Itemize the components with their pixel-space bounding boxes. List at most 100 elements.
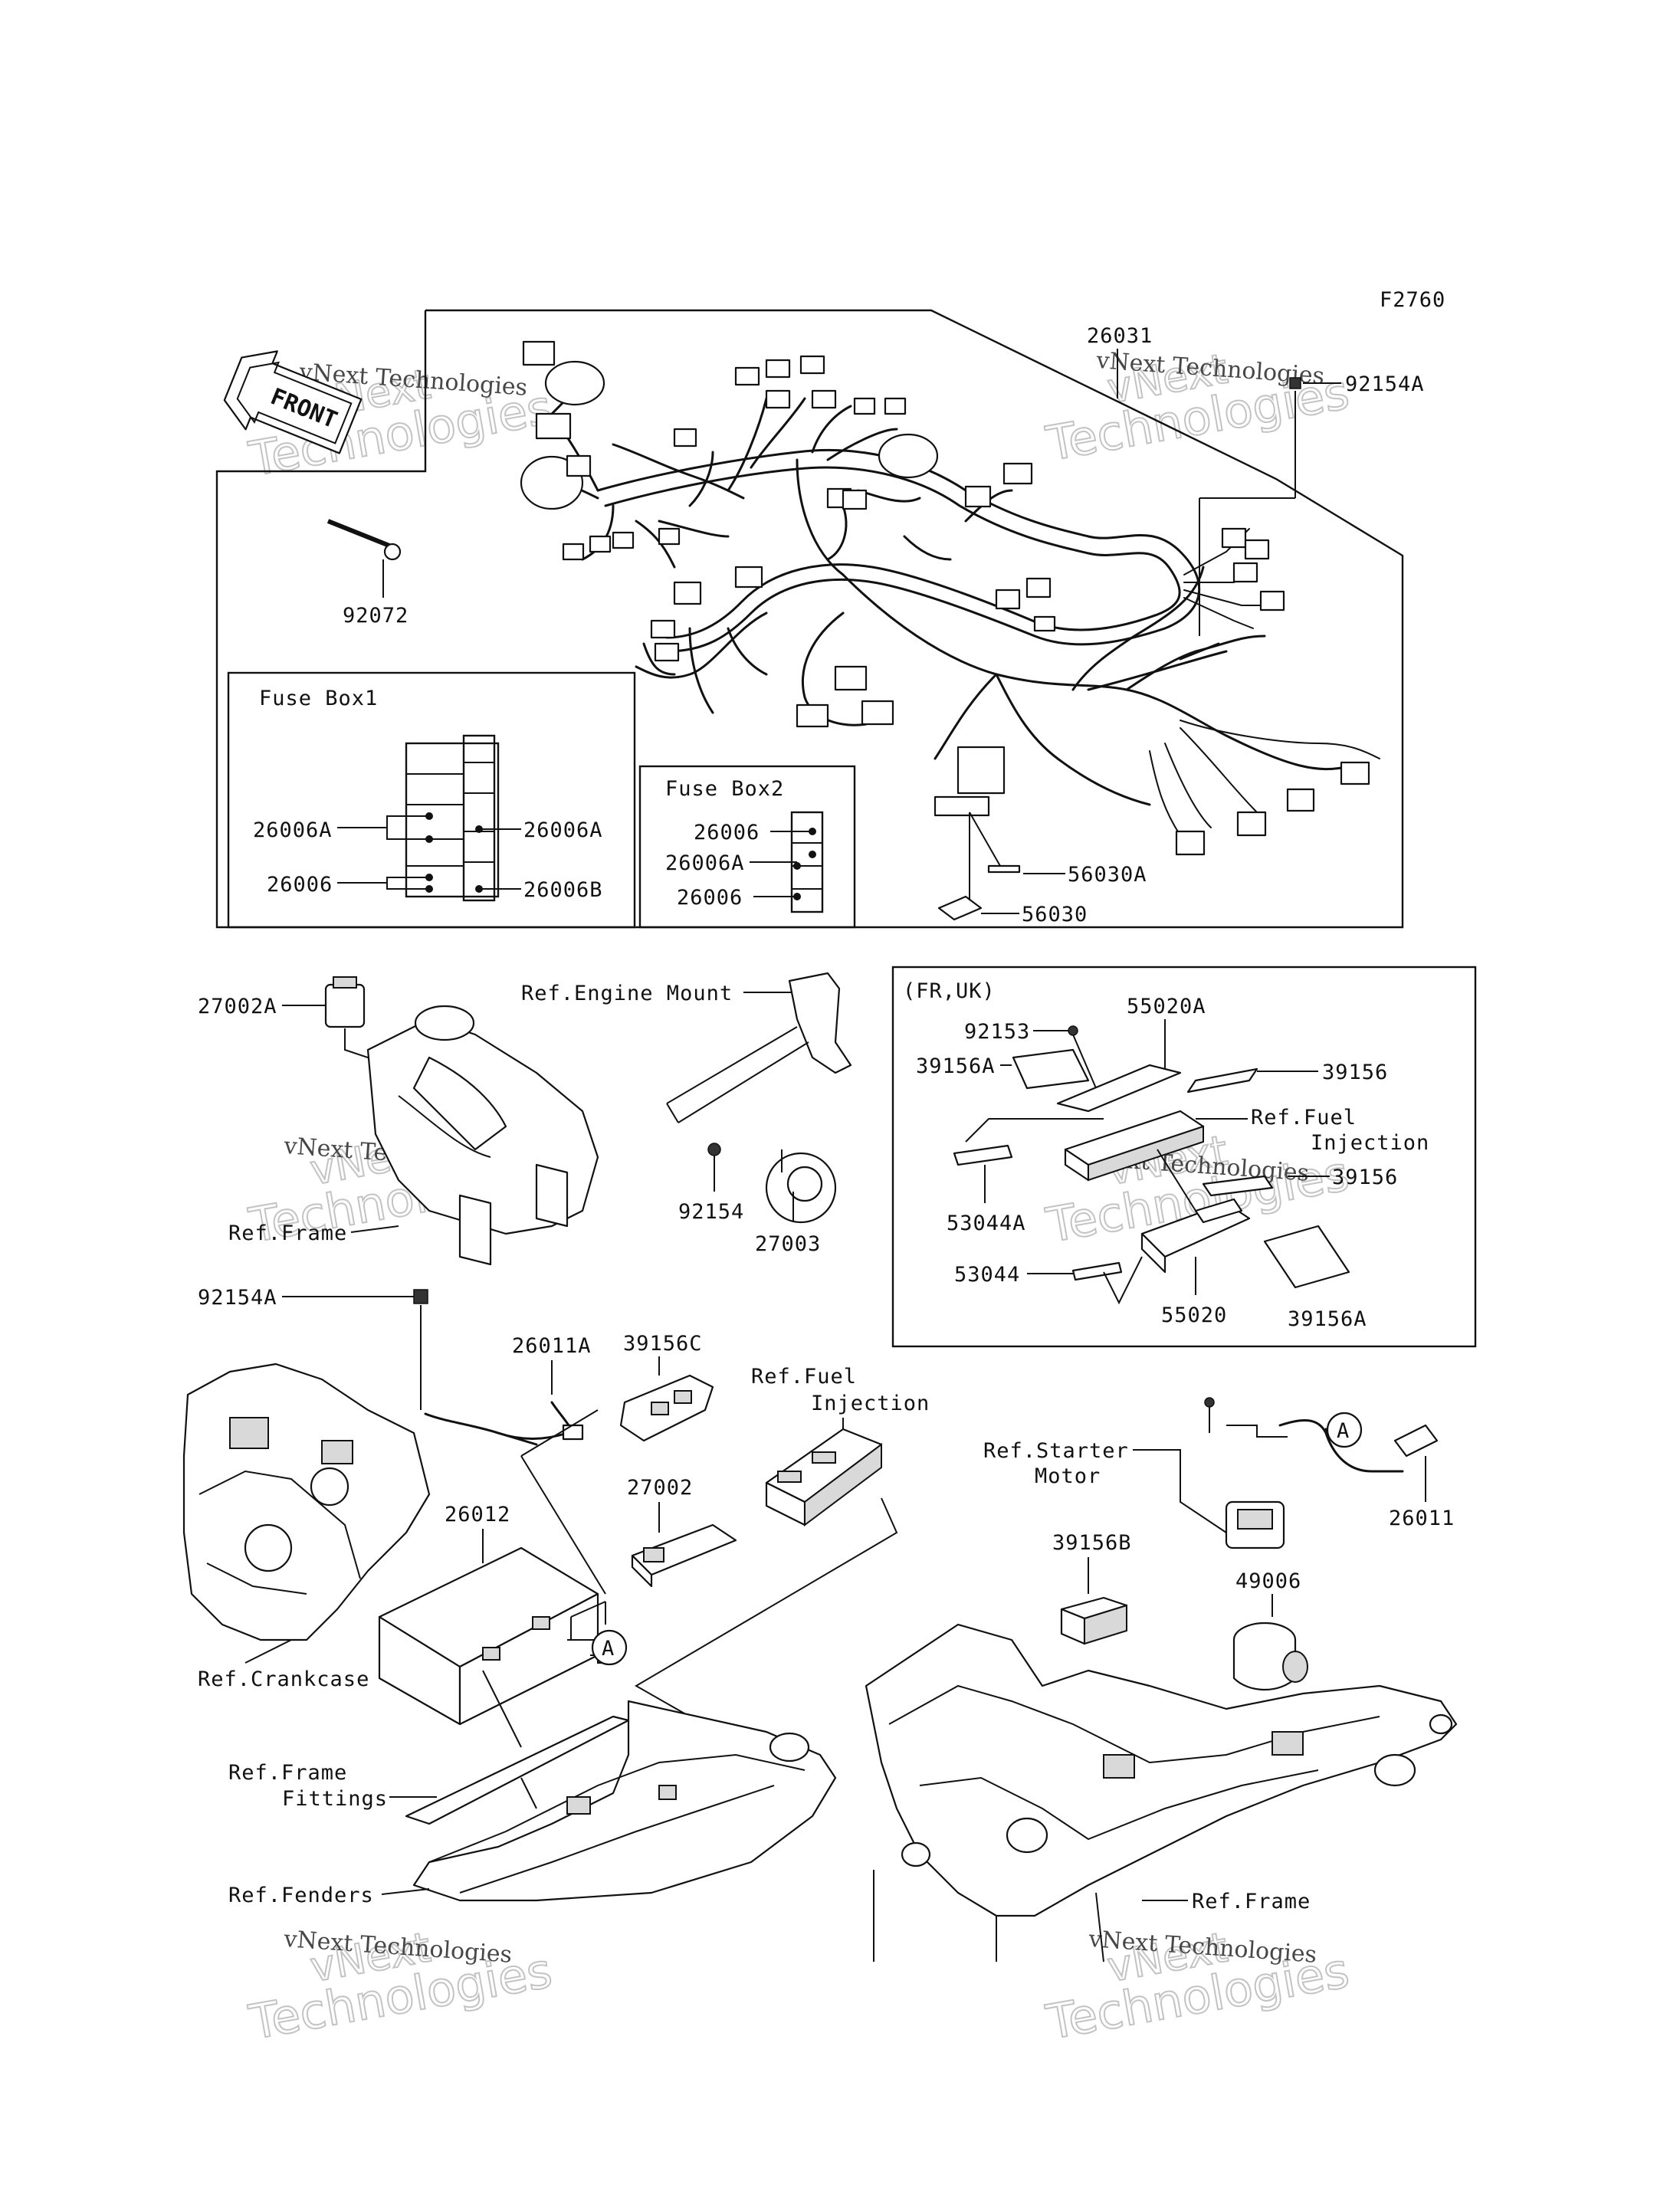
connector-icon [1259, 590, 1285, 612]
connector-icon [673, 581, 702, 605]
marker-a-label: A [602, 1637, 615, 1661]
part-label-92154: 92154 [678, 1200, 744, 1224]
part-label-55020: 55020 [1161, 1303, 1227, 1327]
fuel-pump-relay-icon [1232, 1622, 1308, 1691]
leader-line [635, 1497, 898, 1717]
connector-icon [842, 489, 868, 510]
part-label-56030: 56030 [1022, 903, 1088, 926]
leader-line [386, 828, 429, 840]
pin-53044A-icon [953, 1144, 1013, 1166]
harness-frame [215, 309, 1404, 929]
leader-line [1157, 1149, 1196, 1212]
screw-icon [1068, 1025, 1078, 1036]
connector-icon [811, 389, 837, 409]
connector-icon [562, 543, 585, 561]
leader-line [520, 1455, 606, 1595]
connector-boot-icon [878, 433, 939, 479]
part-label-92154A-mid: 92154A [198, 1286, 277, 1310]
connector-icon [1286, 788, 1315, 812]
leader-line [520, 1409, 599, 1457]
part-label-92072: 92072 [343, 604, 409, 628]
part-label-26011A: 26011A [512, 1334, 592, 1358]
part-label-53044: 53044 [954, 1263, 1020, 1287]
part-label-27002A: 27002A [198, 995, 277, 1018]
ref-frame-fittings-line2: Fittings [282, 1787, 388, 1811]
diagram-id: F2760 [1380, 288, 1445, 312]
ref-frame-fittings-line1: Ref.Frame [228, 1761, 347, 1785]
ecu-icon [1064, 1110, 1205, 1182]
connector-icon [673, 428, 697, 448]
terminal-icon [550, 1401, 584, 1441]
connector-icon [1175, 830, 1206, 856]
rubber-case-39156C-icon [619, 1374, 714, 1442]
fuse-box-base-icon [934, 795, 990, 817]
part-label-56030A: 56030A [1068, 863, 1147, 887]
part-label-27002: 27002 [627, 1476, 693, 1500]
part-label-39156A-top: 39156A [916, 1054, 996, 1078]
bracket-55020-icon [1140, 1198, 1251, 1274]
connector-icon [1244, 539, 1270, 560]
marker-a-circle [591, 1629, 628, 1666]
ref-fuel-injection-2-line1: Ref.Fuel [751, 1365, 857, 1389]
connector-group [520, 340, 1370, 921]
starter-cable-icon [1278, 1418, 1404, 1473]
leader-line [1103, 1256, 1143, 1305]
connector-icon [734, 366, 760, 386]
bracket-55020A-icon [1056, 1064, 1182, 1113]
ref-fenders: Ref.Fenders [228, 1884, 374, 1907]
marker-a-circle [1326, 1412, 1363, 1448]
connector-icon [1221, 527, 1247, 549]
ref-starter-motor-line1: Ref.Starter [983, 1439, 1129, 1463]
fuse-box2-grid [790, 811, 824, 913]
connector-icon [654, 642, 680, 662]
connector-icon [658, 527, 681, 546]
connector-icon [535, 412, 572, 440]
fuse-box2-title: Fuse Box2 [665, 777, 784, 801]
ref-frame-top: Ref.Frame [228, 1221, 347, 1245]
connector-icon [861, 700, 894, 726]
ref-fuel-injection-1-line2: Injection [1311, 1131, 1429, 1155]
ref-fuel-injection-2-line2: Injection [811, 1392, 930, 1415]
fuse-box1-label: 26006A [253, 818, 333, 842]
part-label-39156A-bottom: 39156A [1288, 1307, 1367, 1331]
part-label-26011: 26011 [1389, 1507, 1455, 1530]
part-label-39156-b: 39156 [1332, 1166, 1398, 1189]
horn-icon [765, 1149, 837, 1224]
cable-sleeve-icon [497, 1431, 538, 1446]
leader-line [1133, 1449, 1227, 1533]
connector-icon [765, 389, 791, 409]
leader-line [520, 1777, 537, 1809]
fuse-box2-label: 26006 [677, 886, 743, 910]
connector-icon [1002, 462, 1033, 485]
relay-icon [324, 976, 366, 1028]
pad-icon [1012, 1048, 1090, 1090]
leader-line [969, 812, 1001, 867]
connector-icon [1236, 811, 1267, 837]
part-label-92154A: 92154A [1345, 372, 1425, 396]
leader-line [337, 877, 429, 884]
leader-line [482, 1670, 522, 1748]
part-label-27003: 27003 [755, 1232, 821, 1256]
part-label-26012: 26012 [445, 1503, 510, 1526]
fuse-box2-label: 26006A [665, 851, 745, 875]
leader-line [1072, 1034, 1097, 1089]
leader-line [244, 1639, 292, 1664]
frame-rail-icon [405, 1715, 630, 1825]
screw-icon [1204, 1397, 1215, 1408]
connector-icon [650, 619, 676, 639]
fuse-box1-panel [227, 671, 636, 929]
part-label-39156-a: 39156 [1322, 1061, 1388, 1084]
part-label-53044A: 53044A [947, 1212, 1026, 1235]
fuse-box1-title: Fuse Box1 [259, 687, 378, 710]
connector-icon [734, 566, 763, 589]
ref-starter-motor-line2: Motor [1035, 1464, 1101, 1488]
leader-line [570, 1601, 606, 1618]
connector-icon [589, 535, 612, 553]
part-label-39156B: 39156B [1052, 1531, 1132, 1555]
starter-relay-icon [1225, 1500, 1285, 1549]
terminal-26011-icon [1393, 1424, 1439, 1458]
fuse-box2-label: 26006 [694, 821, 760, 844]
connector-icon [884, 397, 907, 415]
part-label-26031: 26031 [1087, 324, 1153, 348]
